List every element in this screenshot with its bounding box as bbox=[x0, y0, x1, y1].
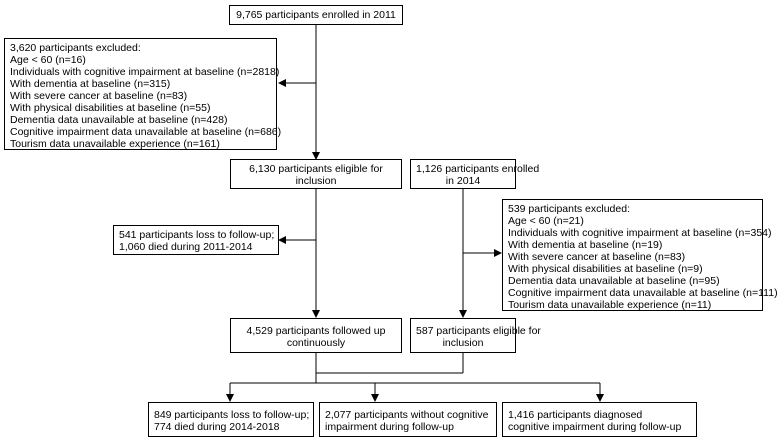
box-line: Cognitive impairment data unavailable at… bbox=[10, 126, 282, 138]
box-line: Dementia data unavailable at baseline (n… bbox=[508, 275, 720, 287]
box-line: 3,620 participants excluded: bbox=[10, 42, 141, 54]
box-line: 539 participants excluded: bbox=[508, 203, 630, 215]
box-line: Cognitive impairment data unavailable at… bbox=[508, 287, 778, 299]
box-line: With dementia at baseline (n=315) bbox=[10, 78, 171, 90]
box-line: Tourism data unavailable experience (n=1… bbox=[10, 138, 220, 150]
box-line: 1,416 participants diagnosed bbox=[508, 409, 643, 421]
box-line: 587 participants eligible for bbox=[416, 325, 541, 337]
box-line: inclusion bbox=[442, 337, 484, 349]
box-line: With physical disabilities at baseline (… bbox=[508, 263, 703, 275]
box-line: Tourism data unavailable experience (n=1… bbox=[508, 299, 712, 311]
box-line: Dementia data unavailable at baseline (n… bbox=[10, 114, 228, 126]
box-loss-2014-2018: 849 participants loss to follow-up;774 d… bbox=[148, 402, 314, 437]
box-line: Individuals with cognitive impairment at… bbox=[508, 227, 772, 239]
box-line: 541 participants loss to follow-up; bbox=[119, 229, 275, 241]
box-line: cognitive impairment during follow-up bbox=[508, 421, 682, 433]
box-excluded-2011: 3,620 participants excluded:Age < 60 (n=… bbox=[4, 38, 282, 150]
box-loss-2011-2014: 541 participants loss to follow-up;1,060… bbox=[113, 225, 279, 255]
box-line: inclusion bbox=[295, 175, 337, 187]
box-line: With dementia at baseline (n=19) bbox=[508, 239, 663, 251]
box-excluded-2014: 539 participants excluded:Age < 60 (n=21… bbox=[502, 199, 778, 311]
box-line: With severe cancer at baseline (n=83) bbox=[10, 90, 188, 102]
box-line: 4,529 participants followed up bbox=[246, 325, 386, 337]
box-line: Age < 60 (n=21) bbox=[508, 215, 584, 227]
box-line: 774 died during 2014-2018 bbox=[154, 421, 280, 433]
box-line: Age < 60 (n=16) bbox=[10, 54, 86, 66]
box-line: With severe cancer at baseline (n=83) bbox=[508, 251, 686, 263]
box-line: continuously bbox=[286, 337, 346, 349]
box-line: 1,060 died during 2011-2014 bbox=[119, 241, 253, 253]
box-line: 849 participants loss to follow-up; bbox=[154, 409, 310, 421]
box-line: in 2014 bbox=[445, 175, 481, 187]
box-line: 2,077 participants without cognitive bbox=[325, 409, 489, 421]
box-line: impairment during follow-up bbox=[325, 421, 454, 433]
box-line: 6,130 participants eligible for bbox=[249, 163, 383, 175]
box-enrolled-2011: 9,765 participants enrolled in 2011 bbox=[229, 5, 403, 25]
box-line: 1,126 participants enrolled bbox=[416, 163, 540, 175]
box-line: 9,765 participants enrolled in 2011 bbox=[236, 9, 396, 21]
box-line: Individuals with cognitive impairment at… bbox=[10, 66, 280, 78]
box-line: With physical disabilities at baseline (… bbox=[10, 102, 211, 114]
